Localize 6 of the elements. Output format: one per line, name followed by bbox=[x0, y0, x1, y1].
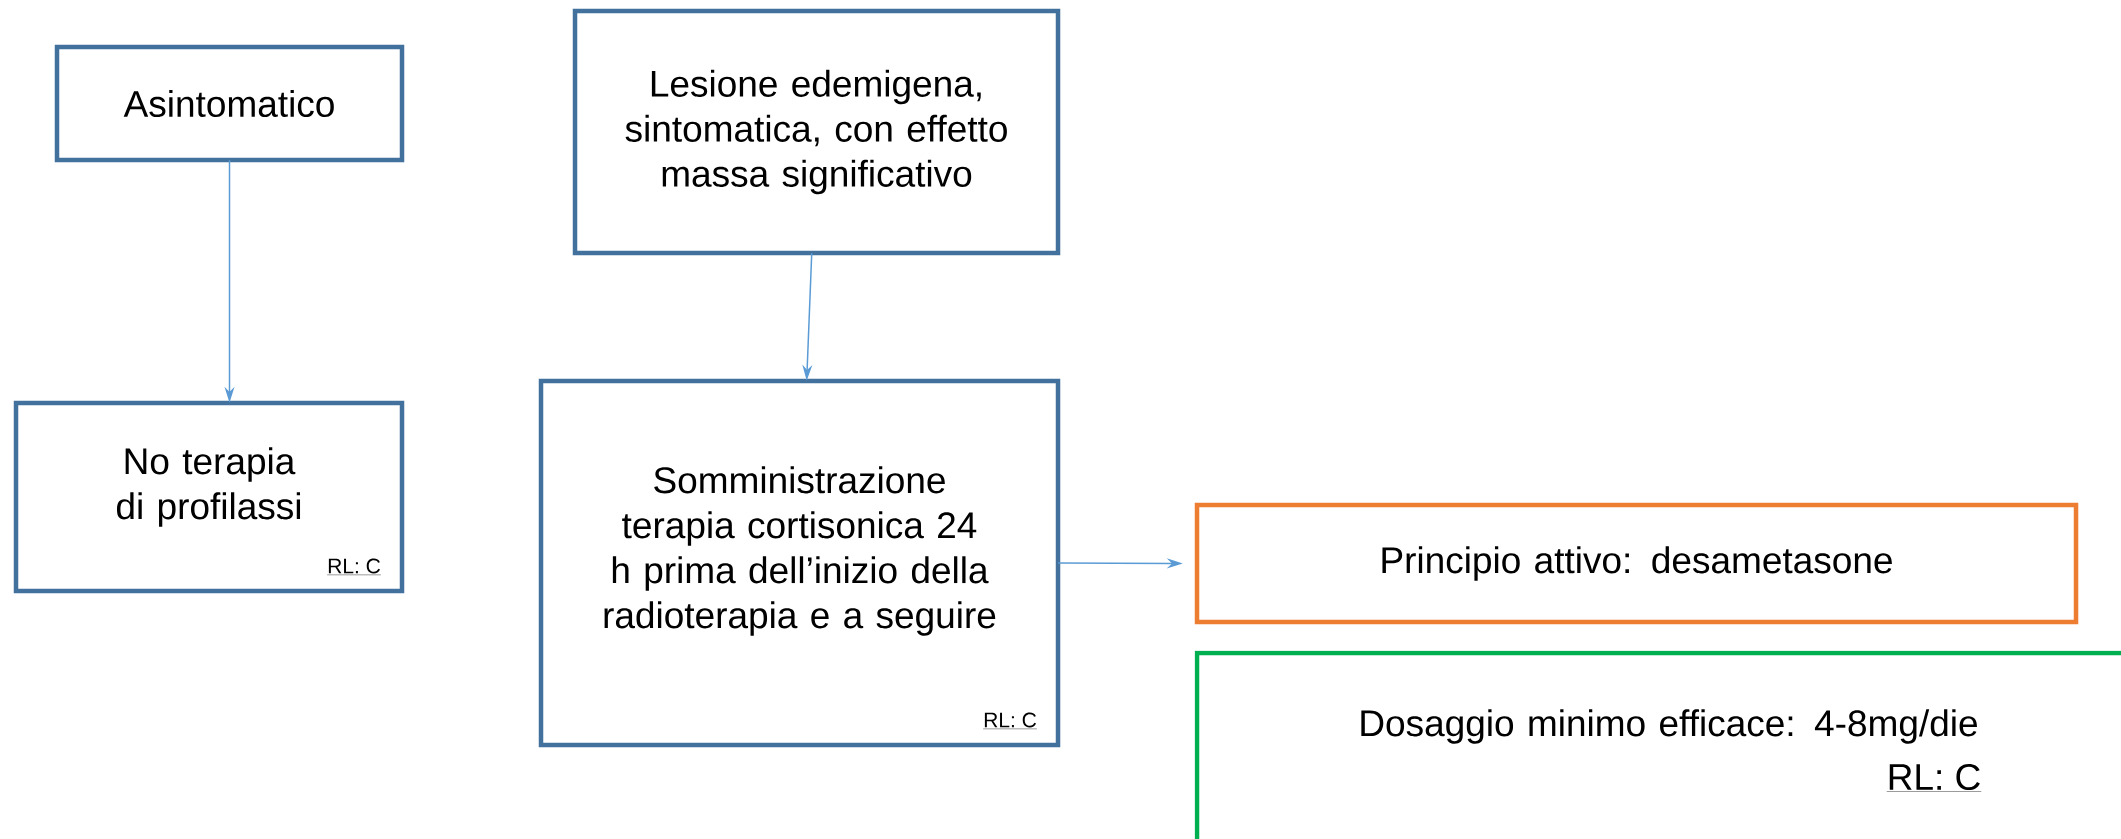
process-box: Lesione edemigena, sintomatica, con effetto massa significativo bbox=[572, 8, 1061, 256]
process-box: Asintomatico bbox=[54, 44, 405, 163]
rl-label: RL: C bbox=[326, 558, 382, 576]
rl-label: RL: C bbox=[982, 712, 1038, 730]
rl-label: RL: C bbox=[1886, 763, 1982, 792]
process-box: Principio attivo: desametasone bbox=[1194, 502, 2079, 625]
